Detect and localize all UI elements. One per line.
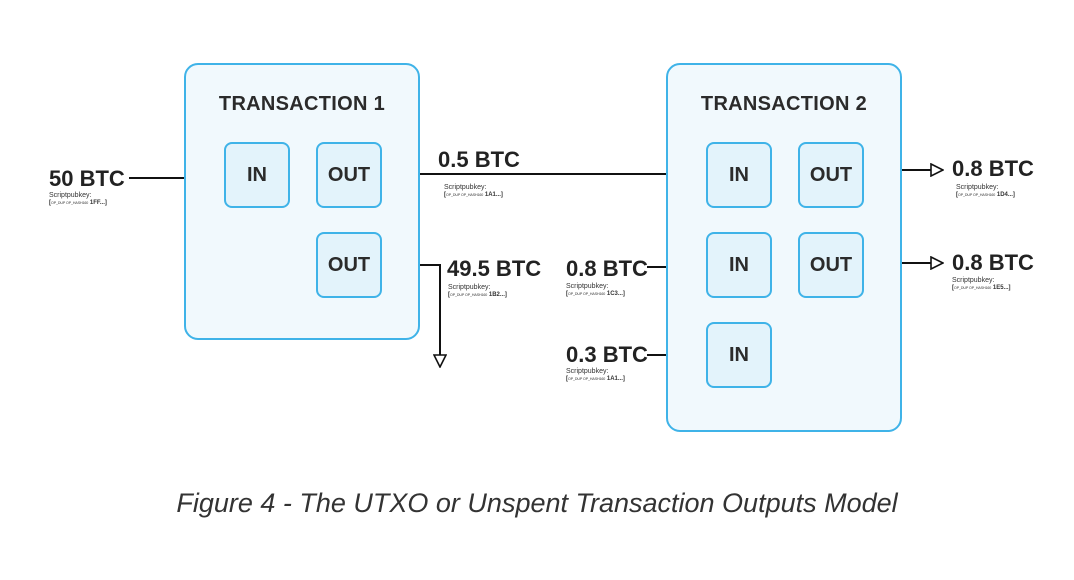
transaction-1-box: TRANSACTION 1	[184, 63, 420, 340]
script-opcodes: OP_DUP OP_HASH160	[51, 201, 89, 206]
amount-0-8-btc-output-2: 0.8 BTC	[952, 250, 1034, 275]
tx1-in-port: IN	[224, 142, 290, 208]
script-opcodes: OP_DUP OP_HASH160	[954, 286, 992, 291]
scriptpubkey-1d4: Scriptpubkey: [OP_DUP OP_HASH160 1D4...]	[956, 184, 1015, 199]
scriptpubkey-label: Scriptpubkey:	[952, 277, 995, 284]
scriptpubkey-label: Scriptpubkey:	[566, 368, 609, 375]
scriptpubkey-label: Scriptpubkey:	[448, 284, 491, 291]
script-hash: 1E5...	[992, 285, 1009, 292]
script-opcodes: OP_DUP OP_HASH160	[450, 293, 488, 298]
scriptpubkey-1a1: Scriptpubkey: [OP_DUP OP_HASH160 1A1...]	[444, 184, 503, 199]
tx2-in-port-2: IN	[706, 232, 772, 298]
scriptpubkey-1a1-input: Scriptpubkey: [OP_DUP OP_HASH160 1A1...]	[566, 368, 625, 383]
script-opcodes: OP_DUP OP_HASH160	[568, 377, 606, 382]
transaction-2-box: TRANSACTION 2	[666, 63, 902, 432]
script-opcodes: OP_DUP OP_HASH160	[568, 292, 606, 297]
script-hash: 1A1...	[484, 192, 501, 199]
scriptpubkey-1b2: Scriptpubkey: [OP_DUP OP_HASH160 1B2...]	[448, 284, 507, 299]
amount-0-3-btc-input: 0.3 BTC	[566, 342, 648, 367]
tx1-out-port-1: OUT	[316, 142, 382, 208]
script-opcodes: OP_DUP OP_HASH160	[958, 193, 996, 198]
tx2-out-port-2: OUT	[798, 232, 864, 298]
script-hash: 1C3...	[606, 291, 623, 298]
amount-50-btc: 50 BTC	[49, 166, 125, 191]
tx2-in-port-1: IN	[706, 142, 772, 208]
scriptpubkey-label: Scriptpubkey:	[444, 184, 487, 191]
transaction-1-title: TRANSACTION 1	[218, 93, 386, 115]
scriptpubkey-1e5: Scriptpubkey: [OP_DUP OP_HASH160 1E5...]	[952, 277, 1011, 292]
tx2-out-port-1: OUT	[798, 142, 864, 208]
amount-0-8-btc-input: 0.8 BTC	[566, 256, 648, 281]
figure-caption: Figure 4 - The UTXO or Unspent Transacti…	[176, 488, 898, 518]
script-hash: 1D4...	[996, 192, 1013, 199]
script-hash: 1B2...	[488, 292, 505, 299]
scriptpubkey-label: Scriptpubkey:	[49, 192, 92, 199]
script-hash: 1FF...	[89, 200, 105, 207]
transaction-2-title: TRANSACTION 2	[700, 93, 868, 115]
amount-0-8-btc-output-1: 0.8 BTC	[952, 156, 1034, 181]
script-hash: 1A1...	[606, 376, 623, 383]
amount-0-5-btc: 0.5 BTC	[438, 147, 520, 172]
scriptpubkey-1ff: Scriptpubkey: [OP_DUP OP_HASH160 1FF...]	[49, 192, 107, 207]
scriptpubkey-label: Scriptpubkey:	[566, 283, 609, 290]
amount-49-5-btc: 49.5 BTC	[447, 256, 542, 281]
script-opcodes: OP_DUP OP_HASH160	[446, 193, 484, 198]
scriptpubkey-1c3: Scriptpubkey: [OP_DUP OP_HASH160 1C3...]	[566, 283, 625, 298]
scriptpubkey-label: Scriptpubkey:	[956, 184, 999, 191]
tx2-in-port-3: IN	[706, 322, 772, 388]
tx1-out-port-2: OUT	[316, 232, 382, 298]
